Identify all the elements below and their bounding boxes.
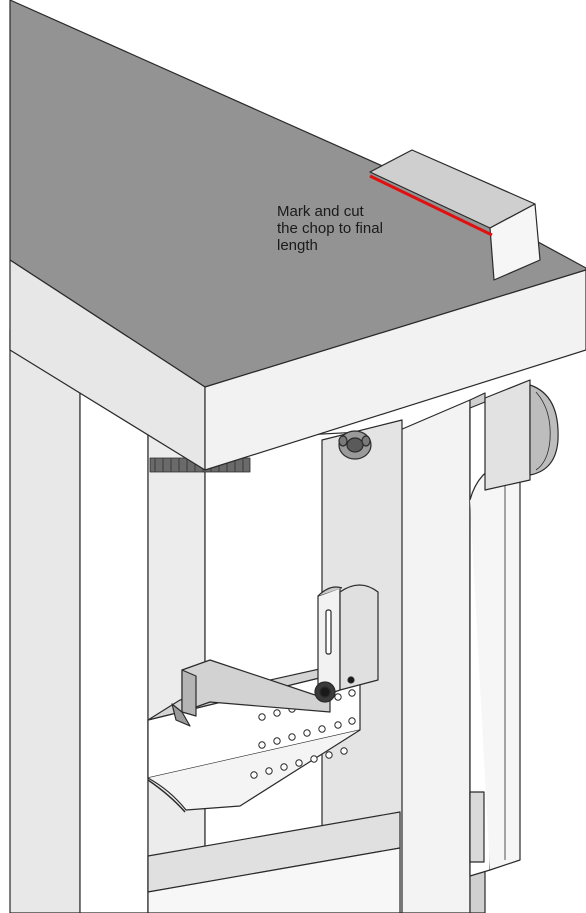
vise-chop [369,149,541,281]
rail-bracket [484,379,559,491]
planing-stop-fence [171,659,331,727]
rail-lower-block [469,791,485,863]
holdfast-clamp [314,584,379,703]
benchtop [9,0,586,471]
cut-mark-line [369,174,493,237]
cut-instruction-line-1: Mark and cut [277,203,364,220]
cut-instruction-label: Mark and cut the chop to final length [277,203,447,254]
cut-instruction-line-3: length [277,237,318,254]
leg-left [9,329,149,913]
vise-hub [338,430,372,460]
stretcher-lower [147,811,401,913]
cut-instruction-line-2: the chop to final [277,220,383,237]
